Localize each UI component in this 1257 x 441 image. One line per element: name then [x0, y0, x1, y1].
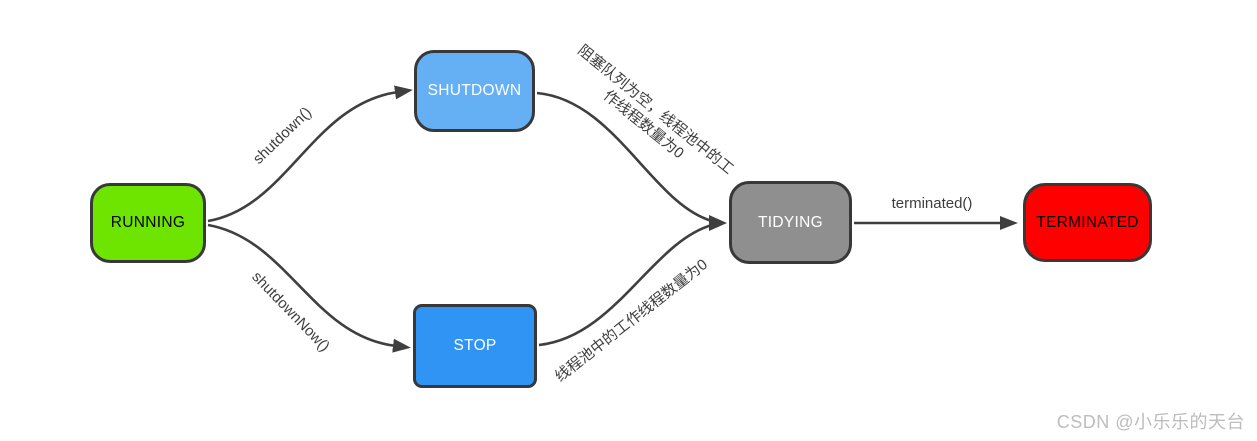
- csdn-watermark: CSDN @小乐乐的天台: [1056, 412, 1245, 432]
- edge-shutdown-to-tidying-arrow: [536, 91, 713, 223]
- state-node-terminated: TERMINATED: [1023, 183, 1152, 262]
- edge-label-terminated-call: terminated(): [891, 195, 973, 212]
- merged-arrowhead: [709, 215, 727, 231]
- edge-running-to-shutdown-arrow: [207, 85, 413, 223]
- state-node-shutdown: SHUTDOWN: [414, 50, 535, 132]
- state-node-stop: STOP: [413, 304, 537, 388]
- edge-stop-to-tidying-arrow: [538, 223, 713, 347]
- state-node-tidying: TIDYING: [729, 181, 852, 264]
- edge-running-to-stop-arrow: [207, 223, 411, 353]
- state-node-running: RUNNING: [90, 183, 206, 263]
